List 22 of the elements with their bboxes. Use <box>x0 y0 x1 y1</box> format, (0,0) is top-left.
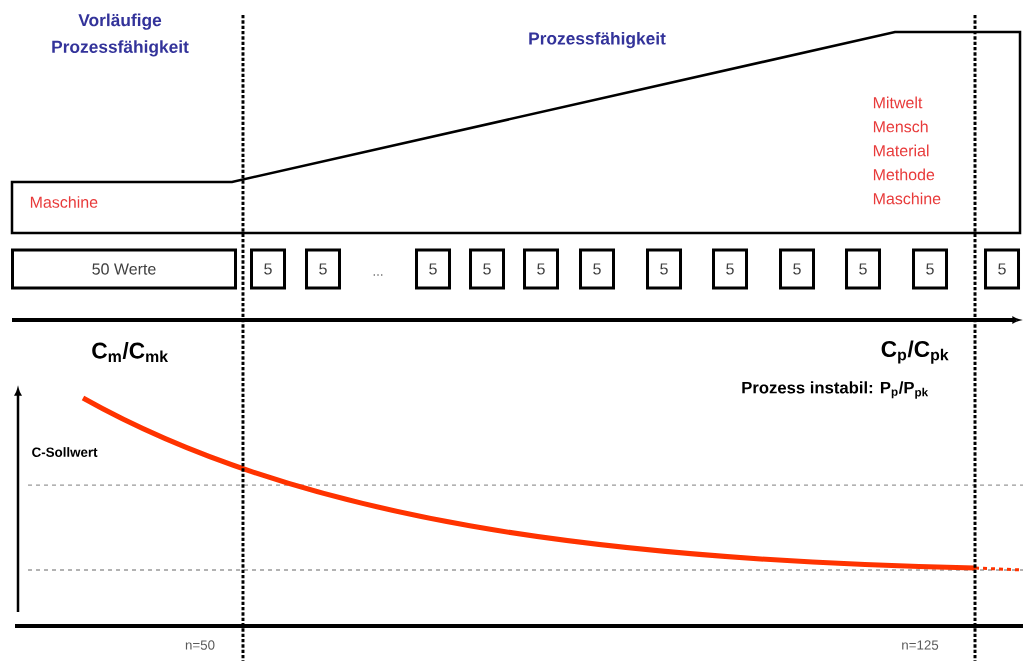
value-box: 5 <box>984 248 1020 290</box>
label-text: C-Sollwert <box>32 447 98 457</box>
value-box: 5 <box>845 248 881 290</box>
value-box: 5 <box>415 248 451 290</box>
label-text: n=50 <box>185 640 215 650</box>
label-text: Vorläufige Prozessfähigkeit <box>52 13 189 57</box>
label-text: Prozessfähigkeit <box>529 31 666 49</box>
value-box: 5 <box>469 248 505 290</box>
label-text: C$_{p}$/C$_{pk}$ <box>881 340 949 364</box>
label-text: ... <box>373 274 383 276</box>
value-box: 5 <box>646 248 682 290</box>
value-box: 5 <box>523 248 559 290</box>
value-box: 5 <box>305 248 341 290</box>
value-box: 5 <box>912 248 948 290</box>
value-box: 5 <box>779 248 815 290</box>
label-text: n=125 <box>902 640 939 650</box>
label-text: C$_{m}$/C$_{mk}$ <box>92 342 169 362</box>
value-box: 50 Werte <box>11 248 237 290</box>
value-box: 5 <box>579 248 615 290</box>
value-box: 5 <box>250 248 286 290</box>
label-text: Prozess instabil: P$_{p}$/P$_{pk}$ <box>742 381 929 399</box>
value-box: 5 <box>712 248 748 290</box>
